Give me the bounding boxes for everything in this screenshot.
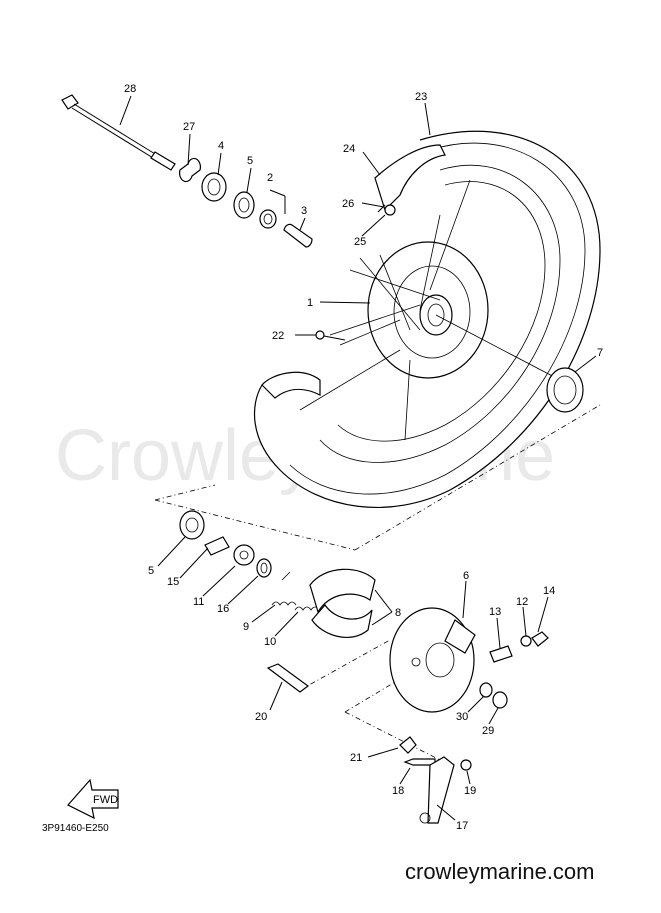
valve-part-25 [377, 204, 396, 216]
cam-lever-part-17 [419, 756, 455, 824]
nut-part-12 [520, 635, 532, 647]
callout-8: 8 [395, 607, 401, 619]
bearing-part-5-lower [179, 510, 205, 540]
callout-27: 27 [183, 121, 195, 133]
callout-17: 17 [456, 820, 468, 832]
washer-part-16 [256, 558, 272, 578]
callout-21: 21 [350, 752, 362, 764]
callout-20: 20 [255, 711, 267, 723]
callout-6: 6 [463, 570, 469, 582]
brake-plate-part-6 [389, 607, 476, 713]
callout-1: 1 [307, 297, 313, 309]
callout-15: 15 [167, 576, 179, 588]
cable-adjuster-part-13 [489, 645, 513, 663]
spacer-part-3 [283, 223, 313, 248]
callout-24: 24 [343, 143, 355, 155]
callout-18: 18 [392, 785, 404, 797]
nut-part-19 [460, 759, 472, 771]
callout-12: 12 [516, 596, 528, 608]
site-name: crowleymarine.com [405, 859, 595, 884]
axle-part-28 [61, 94, 176, 171]
callout-4: 4 [218, 140, 224, 152]
indicator-part-21 [399, 736, 417, 754]
callout-22: 22 [272, 330, 284, 342]
collar-part-27 [179, 157, 201, 183]
callout-labels: 28 27 4 5 2 3 23 24 26 25 1 22 7 5 15 11… [124, 83, 603, 832]
callout-10: 10 [264, 636, 276, 648]
bracket-part-14 [531, 631, 549, 647]
callout-19: 19 [464, 785, 476, 797]
seal-part-7 [546, 367, 584, 413]
fwd-arrow-icon: FWD [67, 778, 119, 820]
spring-part-10 [294, 606, 320, 611]
callout-30: 30 [456, 711, 468, 723]
callout-11: 11 [193, 596, 204, 608]
spring-part-9 [271, 571, 297, 606]
callout-23: 23 [415, 91, 427, 103]
callout-16: 16 [217, 603, 229, 615]
callout-28: 28 [124, 83, 136, 95]
callout-7: 7 [597, 347, 603, 359]
leader-lines [119, 95, 597, 821]
callout-14: 14 [543, 585, 555, 597]
spokes [299, 179, 561, 441]
callout-9: 9 [243, 621, 249, 633]
callout-5-lower: 5 [148, 565, 154, 577]
fwd-label: FWD [93, 794, 118, 806]
bearing-part-4 [201, 172, 227, 202]
diagram-code: 3P91460-E250 [42, 823, 109, 834]
nut-part-29 [492, 691, 508, 709]
callout-2: 2 [267, 172, 273, 184]
callout-29: 29 [482, 725, 494, 737]
callout-3: 3 [301, 205, 307, 217]
callout-25: 25 [354, 236, 366, 248]
gear-part-11 [233, 544, 255, 566]
hub-part-1 [367, 241, 489, 379]
tube-part-24 [374, 144, 446, 212]
camshaft-part-20 [266, 663, 310, 693]
seal-part-2 [259, 209, 277, 229]
washer-part-15 [204, 536, 230, 556]
callout-5-upper: 5 [247, 155, 253, 167]
washer-part-30 [479, 682, 493, 698]
callout-26: 26 [342, 198, 354, 210]
callout-13: 13 [489, 606, 501, 618]
brake-shoes-part-8 [309, 568, 376, 639]
bearing-part-5 [233, 191, 255, 219]
